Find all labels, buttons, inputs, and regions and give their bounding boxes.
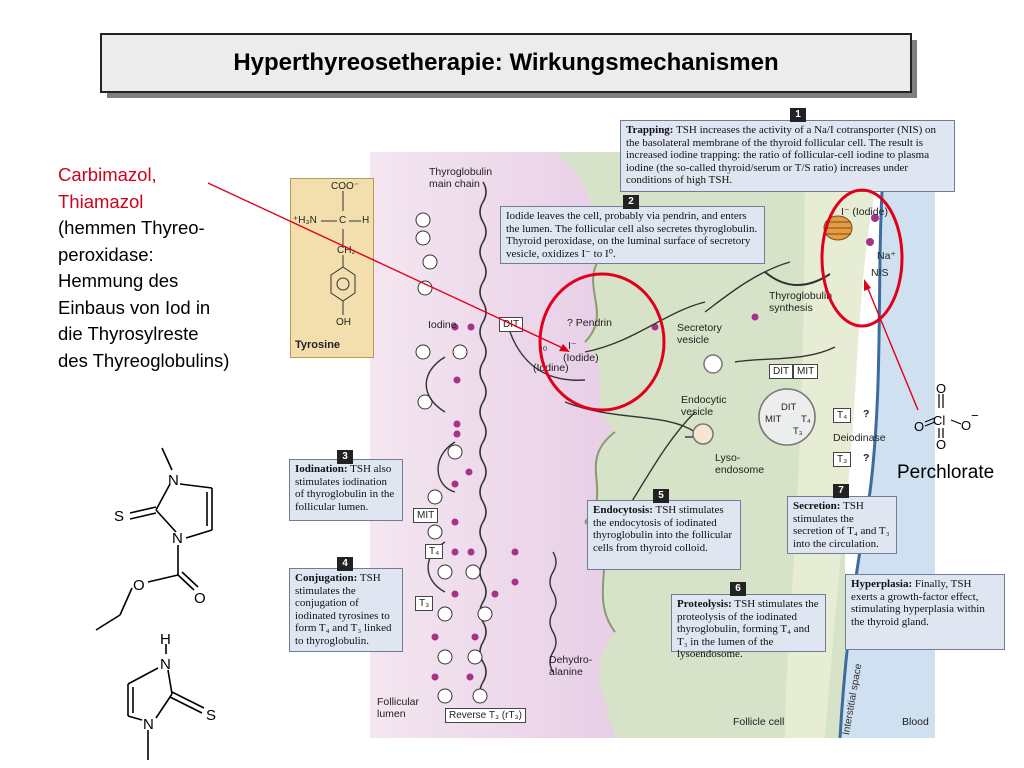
hyperplasia-note: Hyperplasia: Finally, TSH exerts a growt… <box>845 574 1005 650</box>
page-title: Hyperthyreosetherapie: Wirkungsmechanism… <box>233 49 779 76</box>
tyrosine-coo: COO⁻ <box>331 181 360 192</box>
tyrosine-c: C <box>339 215 347 226</box>
lyso-t4: T₄ <box>801 414 811 425</box>
t4-tag-cell: T₄ <box>833 408 852 423</box>
na-label: Na⁺ <box>877 250 896 262</box>
step-5-endocytosis: Endocytosis: TSH stimulates the endocyto… <box>587 500 741 570</box>
perchlorate-arrow-line <box>865 283 919 411</box>
methimazole-structure: H N N S <box>127 632 216 760</box>
follicular-lumen-label: Follicular lumen <box>377 696 420 720</box>
drug-arrowhead <box>559 344 570 352</box>
drug-desc-5: die Thyrosylreste <box>58 323 199 344</box>
step-4-conjugation: Conjugation: TSH stimulates the conjugat… <box>289 568 403 652</box>
iodide-word-label: (Iodide) <box>563 352 599 364</box>
tyrosine-h: H <box>362 215 370 226</box>
tyrosine-oh: OH <box>336 317 351 328</box>
dit-tag-cell: DIT <box>769 364 794 379</box>
step-6-number: 6 <box>730 582 746 596</box>
drug-name-1: Carbimazol, <box>58 164 157 185</box>
blood-label: Blood <box>902 716 929 728</box>
tyrosine-ch2: CH₂ <box>337 245 356 256</box>
perchlorate-o-right: O <box>961 418 971 433</box>
nis-label: NIS <box>871 267 889 279</box>
atom-o2: O <box>194 590 206 607</box>
iodine-label: Iodine <box>428 319 457 331</box>
perchlorate-label: Perchlorate <box>897 462 995 483</box>
perchlorate-charge: − <box>971 408 979 423</box>
perchlorate-o-bottom: O <box>936 437 946 450</box>
step-7-number: 7 <box>833 484 849 498</box>
step-2-number: 2 <box>623 195 639 209</box>
atom-s: S <box>114 508 124 525</box>
nis-transporter <box>823 215 853 241</box>
title-banner: Hyperthyreosetherapie: Wirkungsmechanism… <box>100 33 912 93</box>
drug-desc-6: des Thyreoglobulins) <box>58 349 230 371</box>
step-4-number: 4 <box>337 557 353 571</box>
thyroglobulin-synthesis-label: Thyroglobulin synthesis <box>769 290 833 314</box>
step-3-number: 3 <box>337 450 353 464</box>
endocytic-vesicle-label: Endocytic vesicle <box>681 394 727 418</box>
mit-tag: MIT <box>413 508 439 523</box>
drug-annotation: Carbimazol, Thiamazol (hemmen Thyreo- pe… <box>58 162 298 374</box>
drug-arrow-line <box>207 182 568 351</box>
perchlorate-structure: O Cl O O − O <box>914 382 979 450</box>
carbimazole-structure: N S N O O <box>95 447 213 631</box>
atom-n1: N <box>168 472 179 489</box>
tyrosine-amine: ⁺H₃N <box>293 215 317 226</box>
thyroglobulin-main-chain-label: Thyroglobulin main chain <box>429 166 493 190</box>
perchlorate-cl: Cl <box>933 413 945 428</box>
atom-h: H <box>160 632 171 648</box>
drug-desc-2: peroxidase: <box>58 243 154 265</box>
step-2-iodide: Iodide leaves the cell, probably via pen… <box>500 206 765 264</box>
interstitial-area <box>785 152 885 738</box>
thyroid-mechanism-figure: Trapping: TSH increases the activity of … <box>285 108 1017 738</box>
t3-tag: T₃ <box>415 596 434 611</box>
perchlorate-o-left: O <box>914 419 924 434</box>
drug-desc-3: Hemmung des <box>58 270 179 291</box>
step-5-number: 5 <box>653 489 669 503</box>
iodide-ion-label: I⁻ <box>568 340 577 352</box>
secretory-vesicle-label: Secretory vesicle <box>677 322 722 346</box>
mit-tag-cell: MIT <box>793 364 819 379</box>
step-1-number: 1 <box>790 108 806 122</box>
drug-desc-4: Einbaus von Iod in <box>58 296 211 318</box>
atom-n2: N <box>143 716 154 733</box>
reverse-t3-tag: Reverse T₃ (rT₃) <box>445 708 526 723</box>
lyso-dit: DIT <box>781 402 797 413</box>
lyso-mit: MIT <box>765 414 782 425</box>
perchlorate-o-top: O <box>936 382 946 396</box>
atom-o1: O <box>133 577 145 594</box>
atom-s: S <box>206 707 216 724</box>
t4-tag: T₄ <box>425 544 444 559</box>
iodide-blood-label: I⁻ (Iodide) <box>841 206 888 218</box>
lysoendosome-label: Lyso-endosome <box>715 452 765 476</box>
step-6-proteolysis: Proteolysis: TSH stimulates the proteoly… <box>671 594 826 660</box>
dehydroalanine-label: Dehydro-alanine <box>549 654 593 678</box>
iodine-dots <box>431 214 879 716</box>
tyrosine-label: Tyrosine <box>295 339 341 351</box>
perchlorate-arrowhead <box>864 279 871 291</box>
drug-name-2: Thiamazol <box>58 190 144 212</box>
lyso-t3: T₃ <box>793 426 803 437</box>
atom-n2: N <box>172 530 183 547</box>
t3-tag-cell: T₃ <box>833 452 852 467</box>
tyrosine-panel: COO⁻ ⁺H₃N C H CH₂ OH Tyrosine <box>290 178 374 358</box>
step-1-trapping: Trapping: TSH increases the activity of … <box>620 120 955 192</box>
pendrin-highlight-circle <box>538 272 666 412</box>
question-mark-2: ? <box>863 452 870 464</box>
follicle-cell-area <box>555 152 845 738</box>
follicle-cell-label: Follicle cell <box>733 716 785 728</box>
step-7-secretion: Secretion: TSH stimulates the secretion … <box>787 496 897 554</box>
deiodinase-label: Deiodinase <box>833 432 886 444</box>
atom-n1: N <box>160 656 171 673</box>
iodine-atom-label: I⁰ <box>540 345 548 357</box>
question-mark-1: ? <box>863 408 870 420</box>
pendrin-label: ? Pendrin <box>567 317 612 329</box>
drug-desc-1: (hemmen Thyreo- <box>58 217 205 238</box>
nis-highlight-circle <box>820 188 904 328</box>
